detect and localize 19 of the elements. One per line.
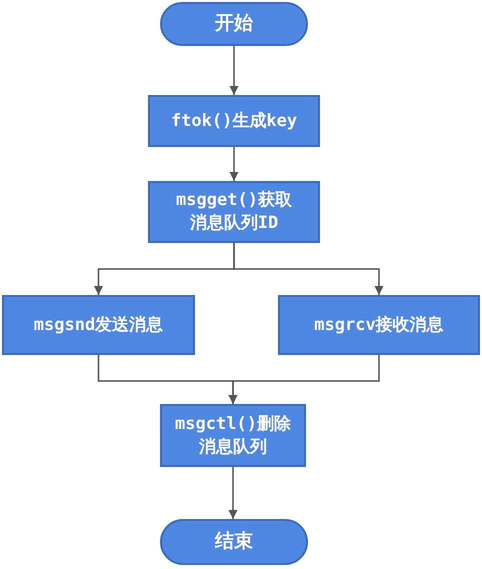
process-box (160, 404, 306, 467)
terminal-pill (160, 2, 308, 46)
arrow (230, 147, 238, 181)
node-label: 开始 (215, 11, 253, 36)
node-label: ftok()生成key (170, 110, 298, 132)
process-box (2, 295, 195, 355)
node-label: msgget()获取消息队列ID (175, 189, 293, 235)
node-label: 结束 (215, 529, 253, 554)
terminal-pill (160, 519, 308, 565)
process-box (148, 95, 320, 147)
arrow (228, 355, 380, 404)
arrow (228, 467, 238, 519)
process-box (148, 181, 320, 243)
arrow (233, 243, 384, 295)
node-label: msgrcv接收消息 (314, 314, 444, 336)
process-box (278, 295, 480, 355)
node-label: msgsnd发送消息 (34, 314, 164, 336)
node-label: msgctl()删除消息队列 (174, 412, 292, 458)
arrow (230, 46, 238, 95)
